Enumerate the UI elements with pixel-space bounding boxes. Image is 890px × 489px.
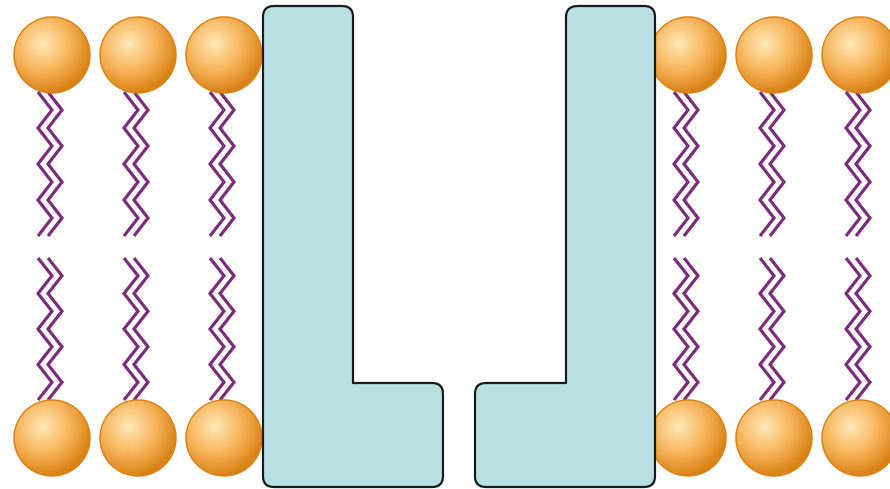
phospholipid-left-3 <box>186 17 262 476</box>
phosphate-head <box>650 400 726 476</box>
phosphate-head <box>14 17 90 93</box>
right-subunit <box>475 6 655 487</box>
phosphate-head <box>822 17 890 93</box>
phospholipid-right-1 <box>650 17 726 476</box>
phosphate-head <box>822 400 890 476</box>
phosphate-head <box>736 400 812 476</box>
phosphate-head <box>100 400 176 476</box>
phospholipid-left-2 <box>100 17 176 476</box>
phosphate-head <box>100 17 176 93</box>
phospholipid-right-2 <box>736 17 812 476</box>
channel-protein <box>263 6 655 487</box>
phosphate-head <box>186 400 262 476</box>
left-subunit <box>263 6 443 487</box>
phosphate-head <box>186 17 262 93</box>
phospholipid-left-1 <box>14 17 90 476</box>
phosphate-head <box>736 17 812 93</box>
phospholipid-right-3 <box>822 17 890 476</box>
phospholipid-layer <box>14 17 890 476</box>
phosphate-head <box>650 17 726 93</box>
phosphate-head <box>14 400 90 476</box>
